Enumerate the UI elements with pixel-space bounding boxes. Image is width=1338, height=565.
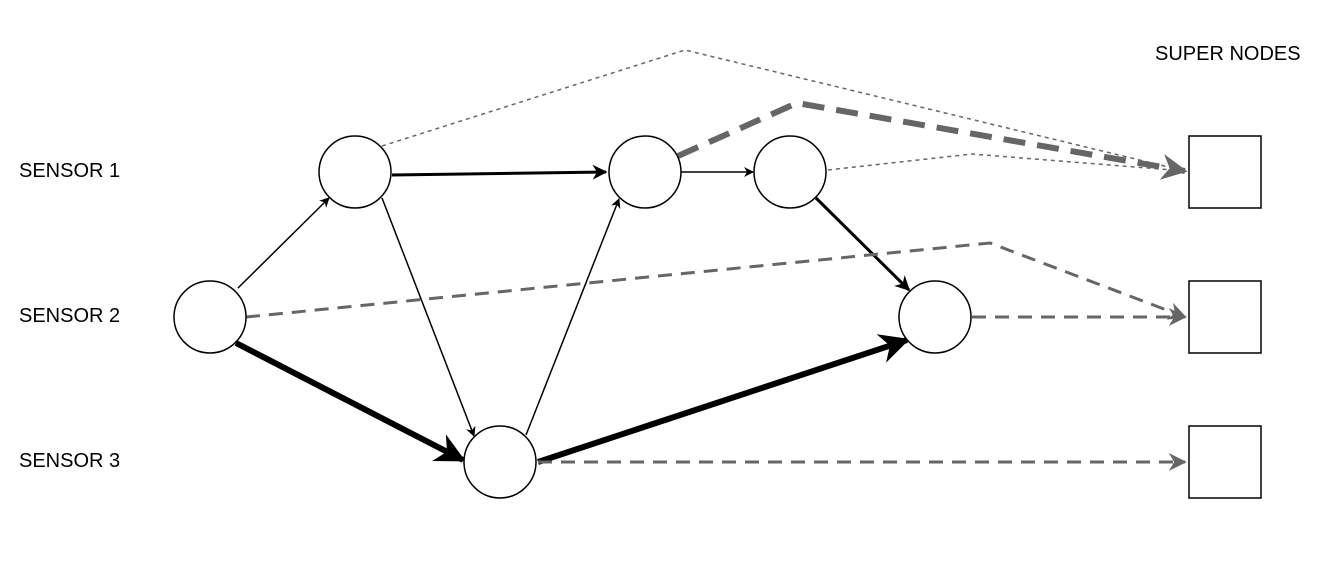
- node-s2-source: [173, 280, 247, 354]
- node-super-1: [1188, 135, 1262, 209]
- node-s2-d: [898, 280, 972, 354]
- super-nodes-label: SUPER NODES: [1155, 43, 1301, 65]
- sensor-3-label: SENSOR 3: [19, 450, 121, 472]
- node-s3-e: [463, 425, 537, 499]
- edge-s1-b-to-super-1: [676, 99, 1188, 180]
- edge-s1-c-to-super-1: [827, 153, 1186, 172]
- edge-s1-a-to-s1-b: [391, 164, 608, 180]
- node-s1-b: [608, 135, 682, 209]
- nodes-layer: [173, 135, 1262, 499]
- edge-s1-c-to-s2-d: [814, 196, 911, 292]
- node-super-2: [1188, 280, 1262, 354]
- edge-s3-e-to-s1-b: [525, 198, 621, 436]
- edge-s1-a-to-s3-e: [381, 197, 476, 437]
- edge-s1-a-to-super-1: [381, 49, 1186, 172]
- node-s1-c: [753, 135, 827, 209]
- edge-s2-source-to-s3-e: [234, 340, 466, 463]
- edge-s2-source-to-s1-a: [237, 197, 330, 289]
- edge-s2-source-to-super-2: [245, 241, 1187, 320]
- edge-s3-e-to-s2-d: [537, 334, 910, 465]
- sensor-1-label: SENSOR 1: [19, 160, 121, 182]
- node-super-3: [1188, 425, 1262, 499]
- edges-layer: [234, 49, 1188, 471]
- sensor-2-label: SENSOR 2: [19, 305, 121, 327]
- node-s1-a: [318, 135, 392, 209]
